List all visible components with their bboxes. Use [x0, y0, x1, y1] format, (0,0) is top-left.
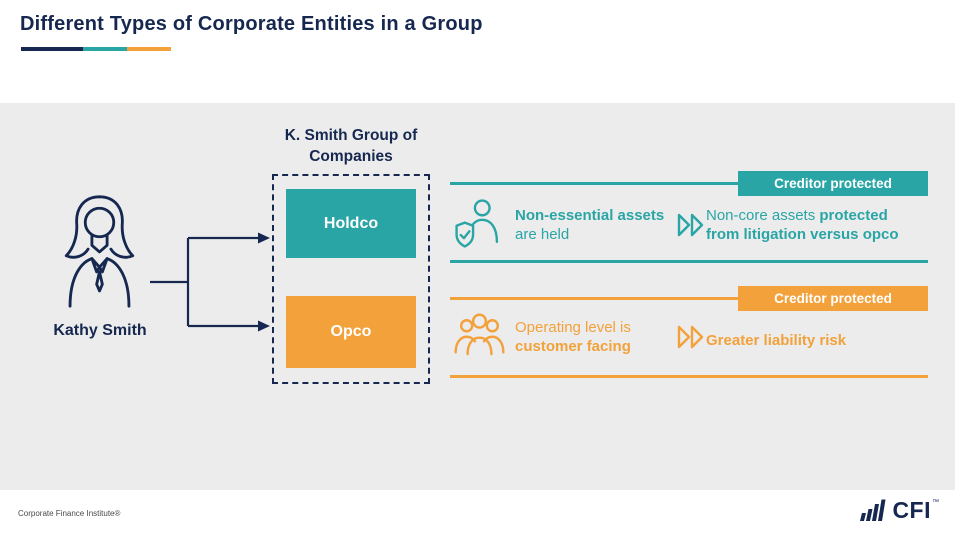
- creditor-protected-badge-holdco: Creditor protected: [738, 171, 928, 196]
- footer-organization: Corporate Finance Institute®: [18, 509, 121, 518]
- group-dashed-box: Holdco Opco: [272, 174, 430, 384]
- underline-orange-segment: [127, 47, 171, 51]
- creditor-protected-badge-opco: Creditor protected: [738, 286, 928, 311]
- holdco-outcome: Non-core assets protected from litigatio…: [706, 206, 924, 244]
- holdco-outcome-bold: protected from litigation versus opco: [706, 207, 899, 243]
- title-underline: [21, 47, 171, 51]
- underline-teal-segment: [83, 47, 127, 51]
- cfi-bars-icon: [860, 499, 886, 521]
- person-icon: [64, 195, 135, 308]
- connector-arrows: [150, 232, 270, 332]
- cfi-logo: CFI ™: [860, 499, 939, 522]
- opco-description-plain: Operating level is: [515, 319, 631, 336]
- holdco-description: Non-essential assets are held: [515, 206, 665, 244]
- group-label: K. Smith Group of Companies: [284, 127, 418, 165]
- cfi-logo-text: CFI: [892, 497, 931, 524]
- opco-outcome: Greater liability risk: [706, 332, 847, 349]
- double-chevron-icon-teal: [677, 213, 704, 237]
- holdco-box: Holdco: [286, 189, 416, 258]
- opco-row-top-rule: [450, 297, 738, 300]
- holdco-row-bottom-rule: [450, 260, 928, 263]
- double-chevron-icon-orange: [677, 325, 704, 349]
- shield-person-icon: [455, 199, 499, 248]
- people-group-icon: [454, 313, 505, 356]
- holdco-description-rest: are held: [515, 226, 570, 243]
- opco-row-bottom-rule: [450, 375, 928, 378]
- holdco-description-bold: Non-essential assets: [515, 207, 665, 224]
- arrowhead-opco: [258, 320, 270, 332]
- opco-box: Opco: [286, 296, 416, 368]
- underline-navy-segment: [21, 47, 83, 51]
- person-label: Kathy Smith: [53, 322, 147, 339]
- opco-description-bold: customer facing: [515, 338, 631, 355]
- cfi-trademark: ™: [932, 499, 939, 506]
- arrowhead-holdco: [258, 232, 270, 244]
- footer: Corporate Finance Institute® CFI ™: [0, 490, 955, 535]
- holdco-outcome-plain: Non-core assets: [706, 207, 820, 224]
- opco-description: Operating level is customer facing: [515, 318, 675, 356]
- holdco-row-top-rule: [450, 182, 738, 185]
- page-title: Different Types of Corporate Entities in…: [20, 13, 483, 35]
